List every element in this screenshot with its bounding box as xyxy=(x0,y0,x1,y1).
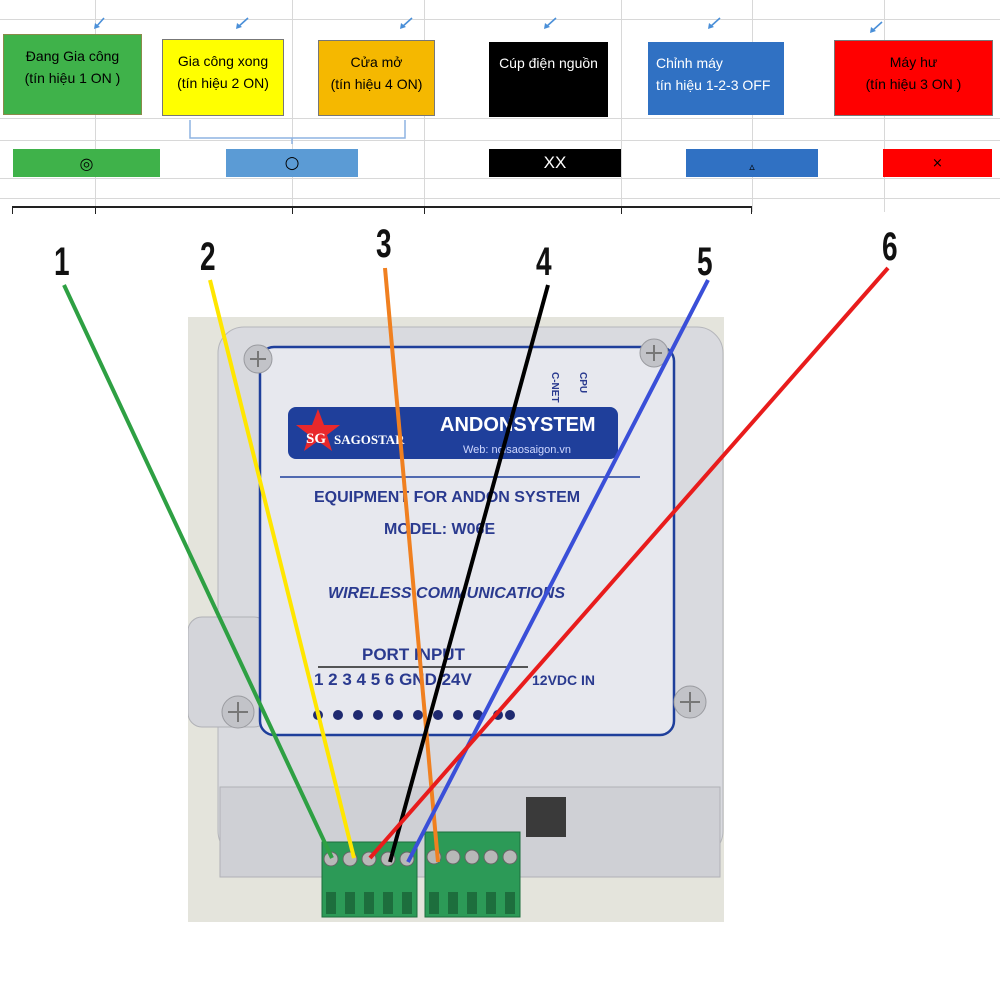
signal-title: Đang Gia công xyxy=(25,48,120,64)
brand-name: SAGOSTAR xyxy=(334,432,405,447)
system-name: ANDONSYSTEM xyxy=(440,414,596,436)
pointer-arrow-icon xyxy=(400,17,413,29)
power-label: 12VDC IN xyxy=(532,672,596,688)
signal-box-door-open: Cửa mở (tín hiệu 4 ON) xyxy=(318,40,435,116)
signal-detail: (tín hiệu 1 ON ) xyxy=(24,70,121,86)
device-photo: SG SAGOSTAR ANDONSYSTEM Web: noisaosaigo… xyxy=(188,317,724,922)
wire-number-2: 2 xyxy=(200,235,216,279)
divider-tick xyxy=(751,206,752,214)
status-bar-power-cut: XX xyxy=(489,149,621,177)
grid-line xyxy=(0,118,1000,119)
signal-title: Cúp điện nguồn xyxy=(499,55,598,71)
status-bar-done: ○ xyxy=(226,149,358,177)
pointer-arrow-icon xyxy=(708,17,721,29)
status-bar-broken: × xyxy=(883,149,992,177)
grid-line xyxy=(0,198,1000,199)
grid-line xyxy=(621,0,622,212)
spreadsheet-legend: Đang Gia công (tín hiệu 1 ON ) Gia công … xyxy=(0,0,1000,212)
pointer-arrow-icon xyxy=(870,21,883,33)
status-bar-adjust: ▵ xyxy=(686,149,818,177)
device-line-equipment: EQUIPMENT FOR ANDON SYSTEM xyxy=(314,489,581,506)
status-symbol: × xyxy=(932,155,943,171)
pointer-arrow-icon xyxy=(544,17,557,29)
brand-logo: SG xyxy=(306,431,327,447)
signal-box-broken: Máy hư (tín hiệu 3 ON ) xyxy=(834,40,993,116)
device-website: Web: noisaosaigon.vn xyxy=(463,444,572,456)
divider-tick xyxy=(292,206,293,214)
side-label-cnet: C-NET xyxy=(549,372,560,403)
status-symbol: ○ xyxy=(284,153,300,173)
signal-box-processing: Đang Gia công (tín hiệu 1 ON ) xyxy=(3,34,142,115)
wire-number-6: 6 xyxy=(882,225,898,269)
signal-detail: (tín hiệu 2 ON) xyxy=(177,75,269,91)
signal-title: Máy hư xyxy=(889,54,938,70)
divider-tick xyxy=(424,206,425,214)
port-title: PORT INPUT xyxy=(362,645,465,664)
signal-detail: tín hiệu 1-2-3 OFF xyxy=(656,77,771,93)
grid-line xyxy=(292,0,293,212)
wire-number-1: 1 xyxy=(54,240,70,284)
grid-line xyxy=(0,140,1000,141)
wire-number-3: 3 xyxy=(376,222,392,266)
port-labels: 1 2 3 4 5 6 GND 24V xyxy=(314,670,472,689)
signal-title: Chỉnh máy xyxy=(656,55,723,71)
status-symbol: ▵ xyxy=(749,159,755,173)
divider xyxy=(12,206,752,208)
group-brace xyxy=(189,120,406,144)
signal-detail: (tín hiệu 3 ON ) xyxy=(865,76,962,92)
signal-title: Cửa mở xyxy=(350,54,403,70)
signal-title: Gia công xong xyxy=(177,53,269,69)
signal-box-power-cut: Cúp điện nguồn xyxy=(489,42,608,117)
device-line-model: MODEL: W06E xyxy=(384,521,496,538)
divider-tick xyxy=(621,206,622,214)
side-label-cpu: CPU xyxy=(577,372,588,394)
device-line-wireless: WIRELESS COMMUNICATIONS xyxy=(328,585,566,602)
pointer-arrow-icon xyxy=(236,17,249,29)
grid-line xyxy=(0,19,1000,20)
wire-number-5: 5 xyxy=(697,240,713,284)
signal-detail: (tín hiệu 4 ON) xyxy=(330,76,423,92)
wire-number-4: 4 xyxy=(536,240,552,284)
status-bar-processing: ◎ xyxy=(13,149,160,177)
device-illustration xyxy=(188,326,724,918)
status-symbol: ◎ xyxy=(79,153,94,173)
signal-box-adjust: Chỉnh máy tín hiệu 1-2-3 OFF xyxy=(648,42,784,115)
divider-tick xyxy=(12,206,13,214)
signal-box-done: Gia công xong (tín hiệu 2 ON) xyxy=(162,39,284,116)
status-symbol: XX xyxy=(543,153,567,172)
divider-tick xyxy=(95,206,96,214)
grid-line xyxy=(0,178,1000,179)
pointer-arrow-icon xyxy=(94,17,105,29)
